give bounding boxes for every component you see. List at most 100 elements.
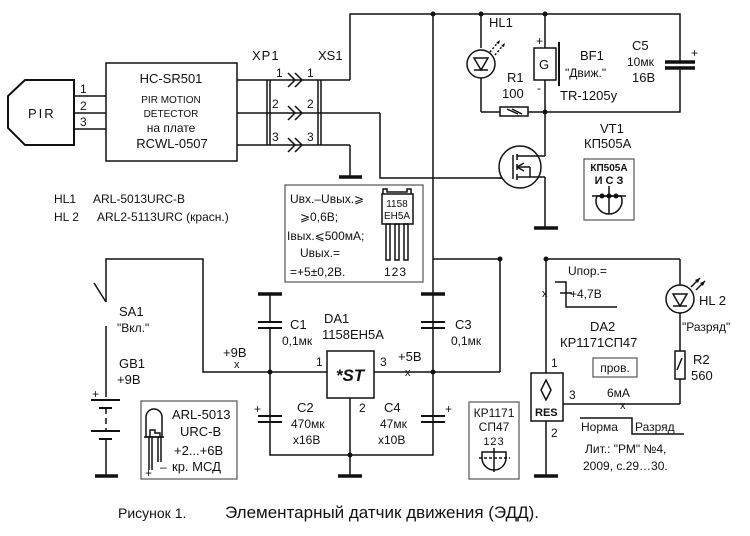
led-inset-line2: URC-B: [180, 424, 221, 439]
led-minus: –: [160, 460, 167, 474]
x-mark-5v: x: [405, 367, 411, 379]
module-line2: DETECTOR: [144, 109, 199, 120]
kr1171-inset: КР1171 СП47 123: [468, 401, 520, 480]
c5-value: 10мк: [627, 55, 655, 69]
xs1-pin-1: 1: [307, 66, 314, 80]
state-normal: Норма: [581, 420, 618, 434]
gb1-ref: GB1: [119, 356, 145, 371]
state-discharge: Разряд: [635, 420, 675, 434]
pir-pin-1: 1: [80, 82, 87, 96]
spec-line4: Uвых.=: [300, 246, 340, 260]
c5-ref: C5: [632, 38, 649, 53]
module-line3: на плате: [147, 121, 196, 135]
da2-pin3: 3: [569, 388, 576, 402]
da2-ref: DA2: [590, 319, 615, 334]
pir-pin-3: 3: [80, 115, 87, 129]
hl1-legend-part: ARL-5013URC-B: [93, 192, 185, 206]
vt1-pinout-pins: И С З: [595, 175, 624, 187]
connectors: XP1 XS1 1 1 2 2 3 3: [237, 48, 380, 153]
led-plus: +: [145, 466, 152, 480]
sa1-ref: SA1: [119, 304, 144, 319]
c2-value: 470мк: [291, 417, 325, 431]
led-inset: + – ARL-5013 URC-B +2...+6В кр. МСД: [140, 400, 238, 480]
r1-resistor: R1 100: [481, 70, 548, 117]
pir-sensor: PIR 1 2 3: [7, 79, 106, 146]
xs1-label: XS1: [318, 48, 343, 63]
hl1-ref: HL1: [489, 15, 513, 30]
da1-regulator: x +9В *ST 1 2 3 DA1 1158ЕН5А x +5В: [206, 258, 501, 478]
kr1171-line1: КР1171: [474, 406, 515, 420]
net-current-label: 6мА: [607, 386, 630, 400]
c4-voltage: х10В: [378, 433, 405, 447]
chip-bottom: ЕН5А: [384, 211, 410, 222]
da1-pin1: 1: [316, 355, 323, 369]
bf1-name: "Движ.": [565, 66, 606, 80]
r2-resistor: R2 560: [674, 350, 713, 404]
bf1-plus: +: [536, 34, 543, 48]
state-labels: Норма Разряд: [580, 417, 684, 435]
da2-res-label: RES: [535, 407, 558, 419]
da1-part: 1158ЕН5А: [322, 327, 384, 342]
vt1-ref: VT1: [600, 121, 624, 136]
regulator-spec-inset: Uвх.–Uвых.⩾ ⩾0,6В; Iвых.⩽500мА; Uвых.= =…: [284, 184, 424, 283]
da1-ref: DA1: [324, 311, 349, 326]
c4-value: 47мк: [380, 417, 408, 431]
vt1-pinout-inset: КП505А И С З: [583, 158, 635, 221]
led-inset-line3: +2...+6В: [174, 443, 223, 458]
c4-ref: C4: [384, 400, 401, 415]
reference-line2: 2009, с.29…30.: [583, 459, 668, 473]
module-line4: RCWL-0507: [136, 136, 208, 151]
bf1-symbol: G: [539, 57, 549, 72]
x-mark-current: x: [620, 400, 626, 412]
c2-ref: C2: [297, 400, 314, 415]
hl1-led: HL1: [466, 11, 513, 112]
module-name: HC-SR501: [140, 71, 203, 86]
r2-value: 560: [691, 368, 713, 383]
hc-sr501-module: HC-SR501 PIR MOTION DETECTOR на плате RC…: [105, 62, 238, 162]
xp1-pin-2: 2: [272, 97, 279, 111]
vt1-mosfet: [498, 112, 558, 230]
reference-line1: Лит.: "РМ" №4,: [585, 442, 666, 456]
c5-voltage: 16В: [632, 70, 655, 85]
gb1-value: +9В: [117, 372, 141, 387]
pir-label: PIR: [28, 106, 56, 121]
vt1-part: КП505А: [584, 136, 632, 151]
hl1-legend-ref: HL1: [54, 192, 76, 206]
c2-voltage: х16В: [293, 433, 320, 447]
net-5v-label: +5В: [398, 349, 422, 364]
x-mark-9v: x: [234, 359, 240, 371]
sa1-name: "Вкл.": [117, 321, 149, 335]
da2-part: КР1171СП47: [560, 335, 637, 350]
spec-line2: ⩾0,6В;: [300, 210, 338, 224]
c3-capacitor: C3 0,1мк: [421, 292, 482, 348]
xp1-label: XP1: [252, 48, 280, 63]
bf1-minus: -: [537, 81, 541, 95]
c1-capacitor: C1 0,1мк: [258, 292, 313, 372]
c2-capacitor: + C2 470мк х16В: [254, 400, 325, 447]
pir-pin-2: 2: [80, 99, 87, 113]
da2-threshold-value: +4,7В: [570, 287, 602, 301]
da2-pin2: 2: [551, 426, 558, 440]
spec-line3: Iвых.⩽500мА;: [287, 229, 364, 243]
da1-pin3: 3: [380, 355, 387, 369]
vt1-pinout-title: КП505А: [590, 163, 627, 174]
da2-pin1: 1: [551, 356, 558, 370]
chip-pins: 123: [384, 265, 407, 279]
c5-plus: +: [691, 46, 698, 60]
led-inset-line1: ARL-5013: [172, 407, 231, 422]
spec-line1: Uвх.–Uвых.⩾: [290, 192, 364, 206]
kr1171-pins: 123: [483, 436, 504, 448]
bf1-ref: BF1: [580, 48, 604, 63]
gb1-battery: [91, 399, 120, 478]
c5-capacitor: C5 10мк 16В +: [627, 38, 698, 85]
xs1-pin-2: 2: [307, 97, 314, 111]
da1-pin2: 2: [359, 401, 366, 415]
c2-plus: +: [254, 402, 261, 416]
chip-top: 1158: [386, 199, 408, 210]
hl2-name: "Разряд": [682, 320, 730, 334]
da2-supervisor: x Uпор.= +4,7В DA2 КР1171СП47 пров. 1 RE…: [497, 256, 680, 478]
c4-plus: +: [445, 402, 452, 416]
r2-ref: R2: [693, 352, 710, 367]
c4-capacitor: + C4 47мк х10В: [378, 400, 452, 447]
